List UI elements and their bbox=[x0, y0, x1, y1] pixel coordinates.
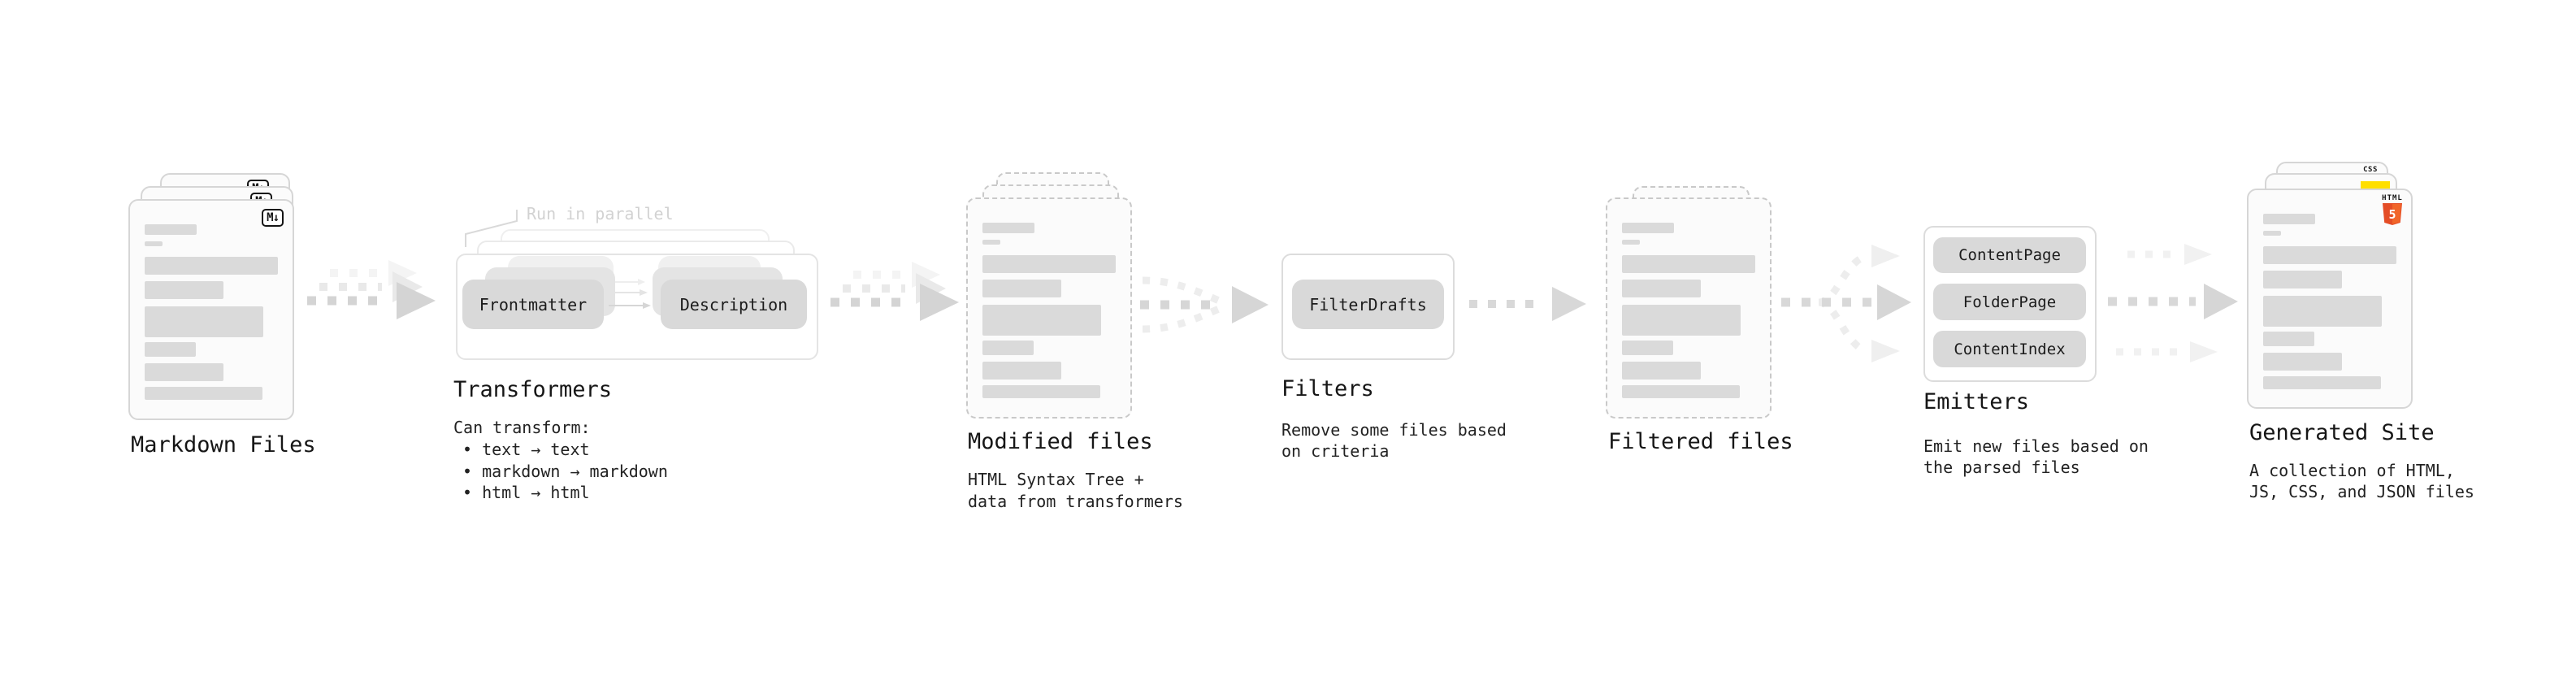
document-content-placeholder bbox=[982, 223, 1116, 398]
node-title-generated-site: Generated Site bbox=[2249, 420, 2435, 445]
flow-arrow-filters-to-filtered bbox=[1469, 287, 1586, 321]
modified-files-subtitle: HTML Syntax Tree + bbox=[968, 470, 1144, 489]
filters-subtitle: on criteria bbox=[1281, 441, 1390, 461]
document-page bbox=[1606, 197, 1772, 419]
flow-arrows-emitters-to-site bbox=[2108, 244, 2238, 362]
emitters-subtitle: Emit new files based on bbox=[1923, 436, 2149, 456]
document-content-placeholder bbox=[2263, 214, 2396, 389]
transformer-box-description: Description bbox=[661, 280, 807, 329]
emitter-box-contentindex: ContentIndex bbox=[1933, 331, 2086, 367]
generated-site-subtitle: JS, CSS, and JSON files bbox=[2249, 482, 2474, 501]
document-content-placeholder bbox=[145, 224, 278, 400]
document-content-placeholder bbox=[1622, 223, 1755, 398]
node-title-modified-files: Modified files bbox=[968, 429, 1153, 454]
node-title-filtered-files: Filtered files bbox=[1608, 429, 1793, 454]
filter-box-filterdrafts: FilterDrafts bbox=[1292, 280, 1444, 329]
emitters-subtitle: the parsed files bbox=[1923, 458, 2080, 477]
transformer-box-frontmatter: Frontmatter bbox=[462, 280, 604, 329]
flow-arrow-split-to-emitters bbox=[1781, 245, 1911, 362]
document-page: M↓ bbox=[128, 199, 294, 420]
flow-arrow-transformers-to-modified bbox=[830, 262, 959, 321]
annotation-run-in-parallel: Run in parallel bbox=[527, 204, 674, 223]
flow-arrow-markdown-to-transformers bbox=[307, 260, 436, 319]
transformers-subtitle: Can transform: bbox=[453, 418, 591, 437]
annotation-callout-line bbox=[465, 210, 518, 247]
html5-icon: HTML 5 bbox=[2379, 194, 2406, 225]
transformers-bullet: • markdown → markdown bbox=[462, 462, 668, 481]
modified-files-subtitle: data from transformers bbox=[968, 492, 1183, 511]
flow-arrow-merge-to-filters bbox=[1140, 276, 1268, 333]
emitter-box-contentpage: ContentPage bbox=[1933, 237, 2086, 273]
markdown-icon: M↓ bbox=[262, 209, 284, 227]
transformers-bullet: • text → text bbox=[462, 440, 590, 459]
document-page bbox=[966, 197, 1132, 419]
node-title-emitters: Emitters bbox=[1923, 389, 2030, 414]
node-title-transformers: Transformers bbox=[453, 377, 613, 402]
filters-subtitle: Remove some files based bbox=[1281, 420, 1507, 440]
transformers-bullet: • html → html bbox=[462, 483, 590, 502]
node-title-markdown-files: Markdown Files bbox=[131, 432, 316, 458]
node-title-filters: Filters bbox=[1281, 376, 1374, 401]
parallel-step-arrows bbox=[609, 279, 651, 309]
document-page: HTML 5 bbox=[2247, 189, 2413, 409]
generated-site-subtitle: A collection of HTML, bbox=[2249, 461, 2455, 480]
emitter-box-folderpage: FolderPage bbox=[1933, 284, 2086, 320]
